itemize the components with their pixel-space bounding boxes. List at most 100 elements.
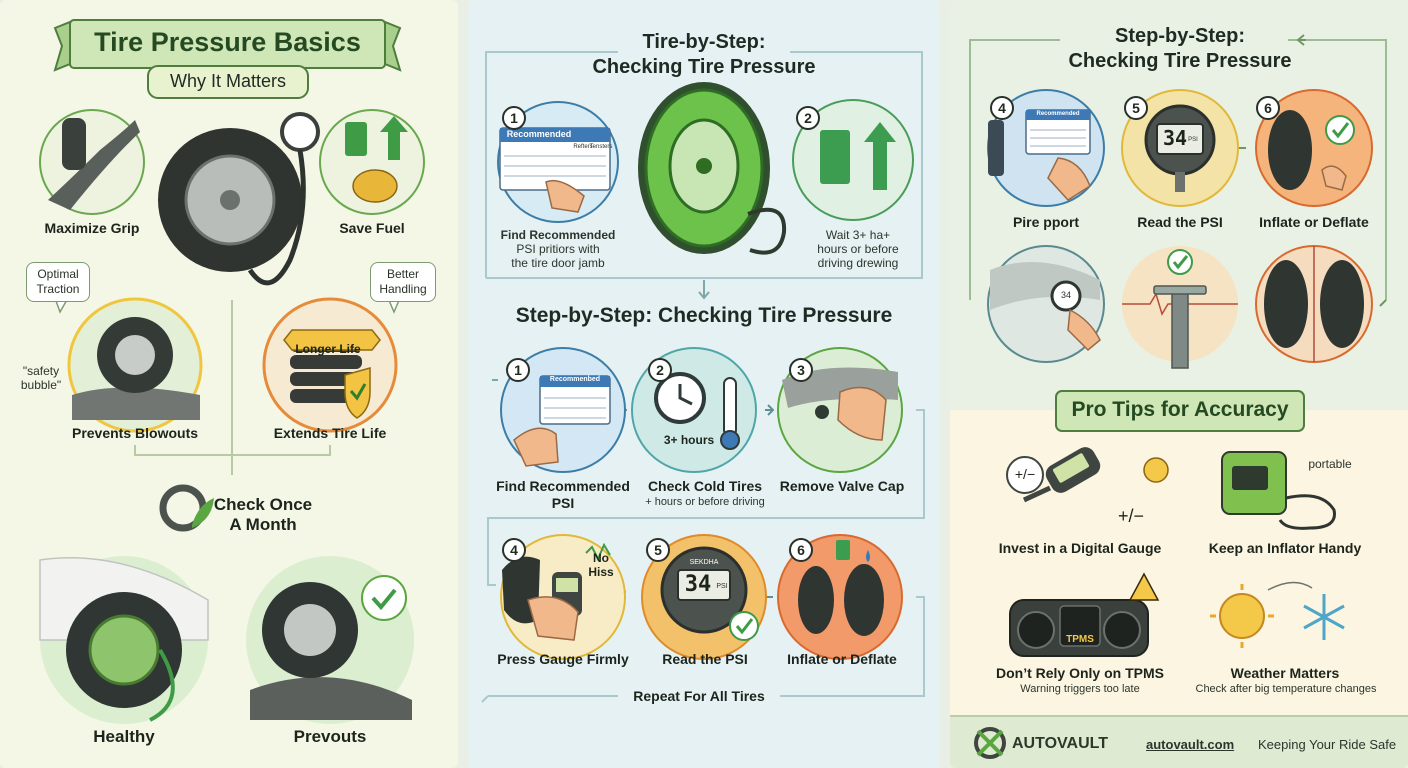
check-icon [371, 588, 397, 611]
brand-name: AUTOVAULT [1012, 735, 1108, 752]
traction-bubble: Optimal Traction [26, 262, 90, 302]
small-gauge-icon [1050, 280, 1082, 312]
healthy-label: Healthy [93, 727, 155, 746]
lightbulb-icon [1143, 457, 1169, 483]
top-step2-text: Wait 3+ ha+ hours or before driving drew… [788, 228, 928, 270]
valve-cap-icon [815, 405, 829, 419]
check-line1: Check Once [213, 495, 313, 514]
right-step5-label: Read the PSI [1137, 214, 1223, 230]
step4-label: Press Gauge Firmly [497, 651, 629, 667]
right-illustrations [969, 34, 1387, 657]
top-card-col2: Tensters [589, 144, 613, 150]
top-title-line2: Checking Tire Pressure [592, 56, 816, 78]
right-section-title: Step-by-Step: Checking Tire Pressure [1030, 24, 1330, 74]
no-hiss-label: No Hiss [586, 551, 616, 579]
right-step6-tire-icon [1268, 110, 1312, 190]
step3-hand-icon [837, 386, 887, 441]
top-step1-text: Find Recommended PSI pritiors with the t… [488, 228, 628, 270]
panel-why-it-matters: Tire Pressure Basics Why It Matters Maxi… [0, 0, 458, 768]
subtitle-plate [147, 65, 309, 99]
left-illustrations [39, 19, 425, 724]
right-step6-label: Inflate or Deflate [1259, 214, 1369, 230]
sun-icon [1219, 593, 1265, 639]
middle-illustrations [481, 51, 925, 703]
compare-tire-right-icon [1320, 260, 1364, 348]
right-step-number-4: 4 [990, 96, 1014, 120]
right-title-line2: Checking Tire Pressure [1068, 50, 1292, 72]
top-step2-line3: driving drewing [817, 256, 899, 270]
traction-line2: Traction [36, 282, 80, 296]
small-gauge-reading: 34 [1060, 290, 1071, 300]
arrow-up-icon [380, 116, 408, 160]
top-step2-line1: Wait 3+ ha+ [825, 228, 891, 242]
top-step1-line2: PSI pritiors with [516, 242, 600, 256]
hours-label: 3+ hours [663, 433, 715, 447]
right-gauge-reading: 34 [1162, 126, 1188, 150]
handling-line2: Handling [379, 282, 427, 296]
winding-road [48, 120, 140, 210]
right-step-number-6: 6 [1256, 96, 1280, 120]
longer-life-ribbon [283, 329, 381, 351]
top-section-title: Tire-by-Step: Checking Tire Pressure [548, 30, 860, 80]
step4-hand-icon [527, 596, 579, 641]
pressure-gauge-icon [280, 112, 320, 152]
tpms-label: TPMS [1066, 634, 1094, 645]
plus-minus-text: +/− [1117, 506, 1145, 526]
check-line2: A Month [229, 515, 297, 534]
leaf-icon [192, 498, 214, 528]
tip-digital-gauge: Invest in a Digital Gauge [998, 540, 1162, 556]
step-number-3: 3 [789, 358, 813, 382]
tire-stack-icon [290, 389, 362, 403]
right-step-number-5: 5 [1124, 96, 1148, 120]
tip-tpms: Don’t Rely Only on TPMS [995, 665, 1164, 681]
hiss-wave-icon [585, 542, 611, 562]
step5-check-icon [735, 618, 754, 635]
section-title: Step-by-Step: Checking Tire Pressure [515, 304, 893, 327]
shield-check-icon [344, 367, 371, 419]
handling-bubble: Better Handling [370, 262, 436, 302]
panel-step-by-step: 1 2 Tire-by-Step: Checking Tire Pressure… [468, 0, 940, 768]
step2-label: Check Cold Tires [647, 478, 763, 494]
handling-line1: Better [386, 267, 419, 281]
warning-icon [1128, 572, 1160, 601]
blowouts-label: Prevents Blowouts [71, 425, 199, 441]
safety-line2: bubble" [20, 378, 62, 392]
top-step-number-2: 2 [796, 106, 820, 130]
step1-line1: Find Recommended [496, 478, 630, 494]
repeat-label: Repeat For All Tires [633, 688, 765, 704]
step-number-2: 2 [648, 358, 672, 382]
step-number-5: 5 [646, 538, 670, 562]
tip-weather: Weather Matters [1230, 665, 1340, 681]
tip-weather-sub: Check after big temperature changes [1195, 683, 1377, 695]
top-card-header: Recommended [506, 129, 572, 139]
site-link[interactable]: autovault.com [1146, 737, 1235, 752]
step-number-4: 4 [502, 538, 526, 562]
top-title-line1: Tire-by-Step: [642, 31, 766, 53]
right-title-line1: Step-by-Step: [1115, 25, 1245, 47]
ribbon-right-tail [384, 20, 402, 72]
snowflake-icon [1303, 594, 1345, 640]
longer-life-label: Longer Life [295, 342, 361, 356]
top-fuel-pump-icon [820, 130, 850, 184]
top-step-number-1: 1 [502, 106, 526, 130]
page-subtitle: Why It Matters [169, 71, 286, 91]
check-monthly-label: Check Once A Month [208, 495, 318, 535]
money-pouch-icon [352, 169, 398, 203]
top-step2-line2: hours or before [817, 242, 899, 256]
top-step1-line1: Find Recommended [500, 228, 616, 242]
thermometer-icon [723, 377, 737, 437]
fuel-label: Save Fuel [339, 220, 405, 236]
tagline: Keeping Your Ride Safe [1258, 737, 1397, 752]
right-hand-icon [1047, 157, 1091, 201]
grip-label: Maximize Grip [44, 220, 140, 236]
step6-label: Inflate or Deflate [787, 651, 897, 667]
no-label: No [593, 551, 609, 565]
grip-tire-icon [62, 118, 86, 170]
tire-life-label: Extends Tire Life [273, 425, 387, 441]
tips-title: Pro Tips for Accuracy [1071, 398, 1289, 421]
step6-pump-icon [836, 540, 850, 560]
ribbon-left-tail [53, 20, 71, 72]
page-title: Tire Pressure Basics [94, 27, 361, 57]
top-arrow-up-icon [864, 122, 896, 190]
compare-tire-left-icon [1264, 260, 1308, 348]
